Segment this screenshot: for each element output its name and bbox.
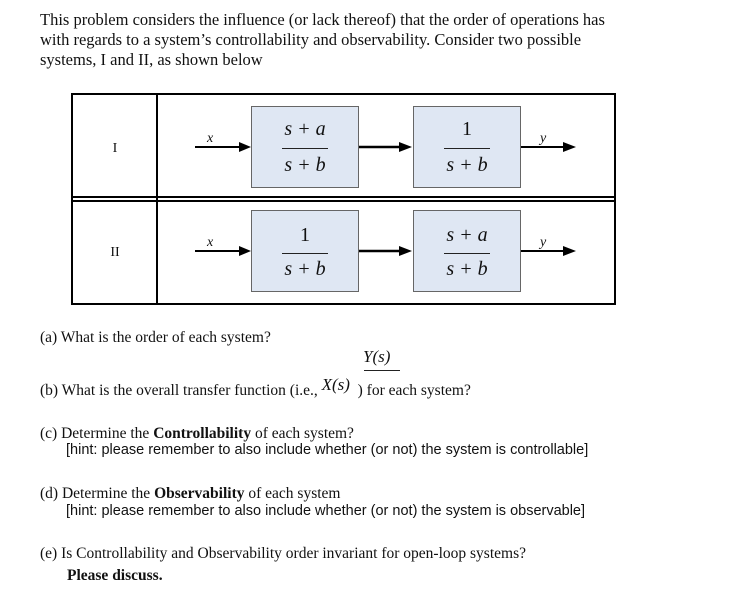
question-c-bold: Controllability [153,425,252,442]
block-ii-2-denominator: s + b [446,258,488,280]
transfer-function-denominator: X(s) [321,375,350,394]
connector-arrow [359,142,412,152]
intro-line-1: This problem considers the influence (or… [40,10,605,29]
question-a: (a) What is the order of each system? [40,329,271,346]
question-d-hint: [hint: please remember to also include w… [66,503,586,519]
block-ii-2: s + a s + b [413,210,521,292]
output-arrow [521,246,576,256]
question-d-suffix: of each system [244,485,341,502]
connector-arrow [359,246,412,256]
intro-line-2: with regards to a system’s controllabili… [40,30,582,49]
row-label-ii: II [110,245,120,260]
block-ii-1-numerator: 1 [300,224,310,246]
input-arrow [195,142,251,152]
input-signal-label: x [207,235,214,250]
block-ii-2-numerator: s + a [446,224,488,246]
output-arrow [521,142,576,152]
question-c-prefix: (c) Determine the [40,425,154,442]
block-i-2-numerator: 1 [462,118,472,140]
block-i-1-denominator: s + b [284,154,326,176]
block-i-1-numerator: s + a [284,118,326,140]
row-divider-bottom [73,200,614,202]
question-b-prefix: (b) What is the overall transfer functio… [40,382,322,399]
block-diagram-table [71,93,616,305]
fraction-bar [444,253,490,254]
row-divider-top [73,196,614,198]
output-signal-label: y [540,131,547,146]
question-e: (e) Is Controllability and Observability… [40,545,526,562]
input-arrow [195,246,251,256]
fraction-bar [282,148,328,149]
transfer-function-numerator: Y(s) [363,347,391,366]
intro-line-3: systems, I and II, as shown below [40,50,263,69]
question-d: (d) Determine the Observability of each … [40,484,340,503]
question-c-suffix: of each system? [251,425,354,442]
input-signal-label: x [207,131,214,146]
output-signal-label: y [540,235,547,250]
block-i-2: 1 s + b [413,106,521,188]
fraction-bar [444,148,490,149]
block-ii-1-denominator: s + b [284,258,326,280]
question-b-suffix: ) for each system? [357,382,471,399]
block-i-1: s + a s + b [251,106,359,188]
question-e-bold: Please discuss. [67,567,163,584]
question-d-prefix: (d) Determine the [40,485,155,502]
transfer-function-bar [364,370,400,371]
block-i-2-denominator: s + b [446,154,488,176]
question-c-hint: [hint: please remember to also include w… [66,442,589,458]
column-divider [156,95,158,303]
fraction-bar [282,253,328,254]
question-d-bold: Observability [154,485,245,502]
intro-paragraph: This problem considers the influence (or… [40,10,700,70]
question-b: (b) What is the overall transfer functio… [40,375,471,400]
question-c: (c) Determine the Controllability of eac… [40,424,354,443]
block-ii-1: 1 s + b [251,210,359,292]
row-label-i: I [112,141,118,156]
